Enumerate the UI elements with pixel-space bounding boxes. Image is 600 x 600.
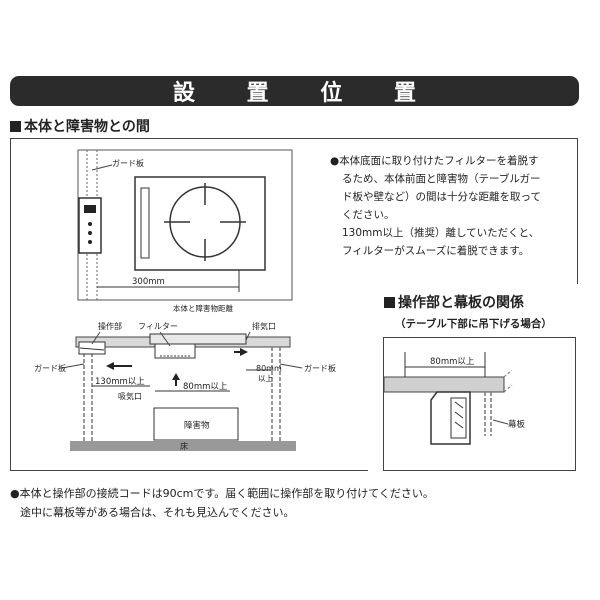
top-diagram-caption: 本体と障害物距離	[173, 303, 233, 313]
guard-right-label: ガード板	[304, 363, 336, 373]
guard-leader-line	[91, 164, 113, 171]
dimension-300-label: 300mm	[132, 277, 165, 287]
page-title: 設 置 位 置	[10, 76, 579, 106]
control-label: 操作部	[98, 321, 122, 331]
panel-table-top	[383, 376, 505, 393]
footer-note: ●本体と操作部の接続コードは90cmです。届く範囲に操作部を取り付けてください。…	[10, 484, 434, 522]
panel-dim-label: 80mm以上	[430, 357, 475, 367]
section-heading-main: 本体と障害物との間	[10, 116, 150, 136]
note-bullet: ●	[330, 155, 340, 167]
side-control-unit	[78, 341, 106, 355]
table-outline	[77, 149, 293, 301]
cooktop-body	[134, 176, 266, 271]
footer-bullet: ●	[10, 487, 20, 500]
obstacle-box	[153, 407, 239, 441]
floor-bar	[70, 441, 296, 451]
filter-label: フィルター	[138, 322, 178, 331]
section-heading-main-text: 本体と障害物との間	[24, 119, 150, 135]
filter-slot	[140, 187, 150, 259]
exhaust-label: 排気口	[252, 321, 276, 331]
side-cooktop-base	[154, 343, 196, 359]
heading-square-icon	[384, 297, 395, 308]
note-line-4: ください。	[342, 209, 395, 221]
note-line-2: るため、本体前面と障害物（テーブルガー	[342, 173, 541, 185]
controller-display	[84, 205, 96, 213]
sub-section-box	[383, 337, 576, 471]
intake-arrow	[172, 373, 180, 380]
filter-note: ●本体底面に取り付けたフィルターを着脱す るため、本体前面と障害物（テーブルガー…	[330, 152, 575, 260]
intake-label: 吸気口	[118, 391, 142, 401]
section-heading-sub-text: 操作部と幕板の関係	[398, 295, 524, 311]
floor-label: 床	[180, 441, 188, 451]
exhaust-arrow	[240, 348, 248, 356]
dim-80-right-bottom: 以上	[258, 374, 273, 383]
note-line-5: 130mm以上（推奨）離していただくと、	[342, 227, 540, 239]
note-line-6: フィルターがスムーズに着脱できます。	[342, 245, 530, 257]
controller-knob-3	[88, 240, 92, 244]
section-heading-sub: 操作部と幕板の関係	[384, 292, 524, 312]
controller-knob-1	[88, 222, 92, 226]
section-subheading: （テーブル下部に吊下げる場合）	[395, 318, 552, 330]
heading-square-icon	[10, 121, 21, 132]
panel-label: 幕板	[508, 419, 526, 430]
guard-label: ガード板	[112, 158, 144, 168]
dim-80-right-top: 80mm	[256, 364, 282, 373]
footer-line-1: 本体と操作部の接続コードは90cmです。届く範囲に操作部を取り付けてください。	[19, 487, 434, 500]
dimension-80-label: 80mm以上	[183, 382, 228, 392]
note-line-3: ド板や壁など）の間は十分な距離を取って	[342, 191, 541, 203]
dimension-130-label: 130mm以上	[95, 377, 145, 387]
note-line-1: 本体底面に取り付けたフィルターを着脱す	[339, 155, 539, 167]
footer-line-2: 途中に幕板等がある場合は、それも見込んでください。	[20, 506, 295, 519]
obstacle-label: 障害物	[184, 420, 210, 431]
guard-left-label: ガード板	[34, 363, 66, 373]
controller-knob-2	[88, 231, 92, 235]
